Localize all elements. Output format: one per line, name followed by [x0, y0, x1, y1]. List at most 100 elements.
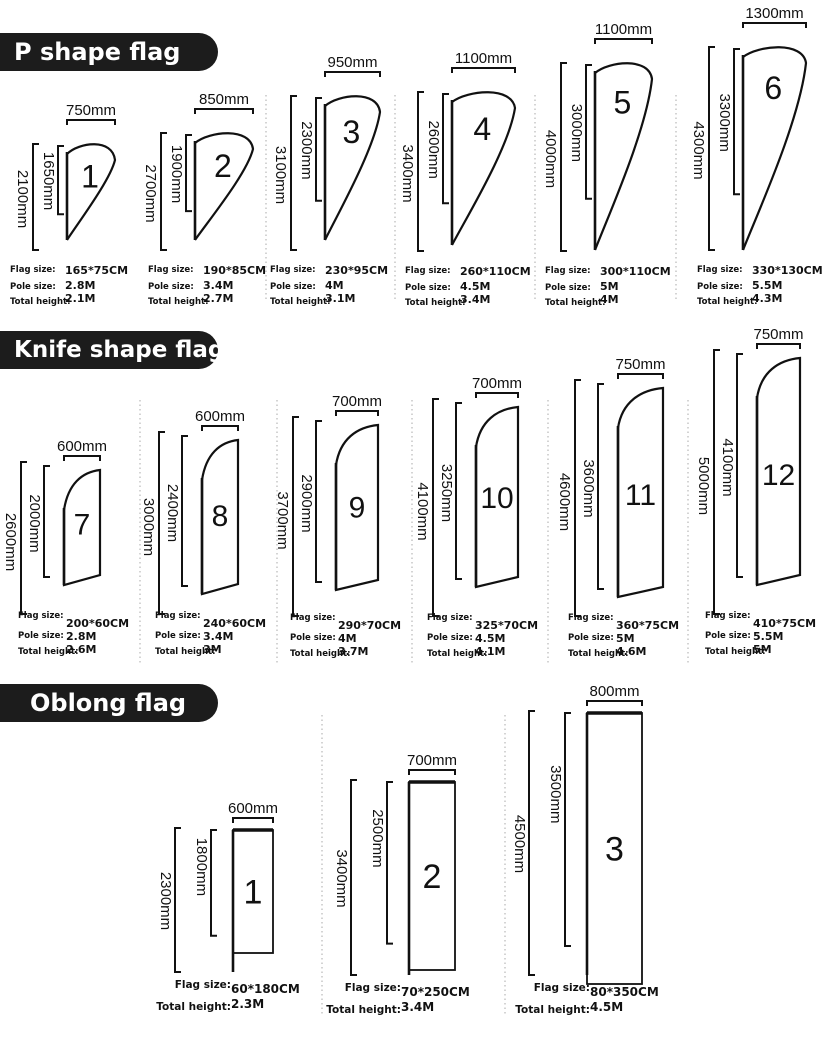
flag-height-bracket: [43, 465, 50, 578]
flag-height-dimension: 2900mm: [298, 474, 315, 532]
pole-size-value: 3.4M: [203, 279, 233, 292]
pole-size-label: Pole size:: [18, 631, 64, 641]
pole-size-value: 5.5M: [753, 630, 783, 643]
flag-height-bracket: [733, 48, 740, 196]
p-shape-flag-outline: [451, 91, 517, 246]
flag-height-dimension: 2000mm: [26, 494, 43, 552]
flag-number: 2: [423, 858, 442, 896]
flag-size-label: Flag size:: [290, 613, 336, 623]
flag-height-dimension: 1900mm: [168, 145, 185, 203]
flag-height-bracket: [210, 829, 217, 937]
flag-size-value: 70*250CM: [401, 985, 470, 999]
pole-size-label: Pole size:: [10, 282, 56, 292]
total-height-bracket: [708, 46, 715, 251]
total-height-label: Total height:: [148, 297, 209, 307]
flag-number: 10: [480, 482, 513, 515]
total-height-dimension: 2700mm: [142, 164, 159, 222]
flag-height-dimension: 2400mm: [164, 484, 181, 542]
flag-size-value: 360*75CM: [616, 619, 679, 632]
flag-height-dimension: 3300mm: [716, 93, 733, 151]
pole-size-value: 4.5M: [475, 632, 505, 645]
pole-size-label: Pole size:: [568, 633, 614, 643]
flag-size-value: 290*70CM: [338, 619, 401, 632]
flag-size-label: Flag size:: [10, 265, 56, 275]
flag-height-dimension: 2500mm: [369, 809, 386, 867]
total-height-bracket: [417, 91, 424, 252]
total-height-bracket: [432, 398, 439, 617]
total-height-value: 3.4M: [460, 293, 490, 306]
pole-size-label: Pole size:: [697, 282, 743, 292]
flag-height-bracket: [315, 420, 322, 583]
width-bracket: [335, 410, 379, 416]
flag-size-value: 330*130CM: [752, 264, 823, 277]
knife-flag-outline: [755, 356, 802, 587]
total-height-bracket: [350, 779, 357, 976]
pole-size-label: Pole size:: [155, 631, 201, 641]
pole-size-value: 5.5M: [752, 279, 782, 292]
total-height-dimension: 4500mm: [511, 815, 528, 873]
total-height-dimension: 2300mm: [157, 872, 174, 930]
total-height-value: 2.3M: [231, 997, 264, 1011]
width-dimension: 700mm: [332, 393, 382, 410]
pole-size-value: 5M: [616, 632, 635, 645]
width-bracket: [451, 67, 516, 73]
width-dimension: 600mm: [57, 438, 107, 455]
flag-size-value: 260*110CM: [460, 265, 531, 278]
pole-size-value: 3.4M: [203, 630, 233, 643]
flag-height-bracket: [181, 435, 188, 587]
flag-size-label: Flag size:: [18, 611, 64, 621]
total-height-dimension: 4000mm: [542, 130, 559, 188]
knife-flag-outline: [334, 423, 380, 592]
total-height-value: 2.7M: [203, 292, 233, 305]
width-dimension: 750mm: [615, 356, 665, 373]
width-bracket: [324, 71, 381, 77]
flag-size-label: Flag size:: [697, 265, 743, 275]
flag-size-value: 190*85CM: [203, 264, 266, 277]
section-title-p-shape: P shape flag: [0, 33, 218, 71]
flag-number: 3: [605, 831, 624, 869]
total-height-value: 4.6M: [616, 645, 646, 658]
total-height-value: 3M: [203, 643, 222, 656]
flag-size-label: Flag size:: [568, 613, 614, 623]
p-shape-flag-outline: [593, 62, 654, 251]
total-height-label: Total height:: [290, 649, 351, 659]
total-height-dimension: 4300mm: [690, 121, 707, 179]
total-height-label: Total height:: [10, 297, 71, 307]
total-height-label: Total height:: [697, 297, 758, 307]
flag-height-bracket: [315, 97, 322, 202]
width-bracket: [586, 700, 643, 706]
flag-height-dimension: 1800mm: [193, 838, 210, 896]
flag-size-label: Flag size:: [545, 266, 591, 276]
flag-size-label: Flag size:: [345, 982, 401, 994]
total-height-dimension: 3400mm: [333, 849, 350, 907]
total-height-value: 4.1M: [475, 645, 505, 658]
width-bracket: [408, 769, 456, 775]
flag-size-value: 300*110CM: [600, 265, 671, 278]
width-dimension: 700mm: [472, 375, 522, 392]
flag-number: 1: [244, 874, 263, 912]
width-bracket: [594, 38, 653, 44]
total-height-bracket: [32, 143, 39, 251]
width-dimension: 1100mm: [455, 50, 512, 67]
pole-size-value: 5M: [600, 280, 619, 293]
pole-size-label: Pole size:: [148, 282, 194, 292]
total-height-dimension: 4600mm: [556, 473, 573, 531]
p-shape-flag-outline: [66, 143, 117, 241]
pole-size-value: 2.8M: [65, 279, 95, 292]
flag-height-bracket: [585, 64, 592, 200]
flag-height-dimension: 3500mm: [547, 765, 564, 823]
flag-size-value: 60*180CM: [231, 982, 300, 996]
flag-height-bracket: [564, 712, 571, 948]
pole-size-label: Pole size:: [545, 283, 591, 293]
total-height-label: Total height:: [155, 647, 216, 657]
width-bracket: [232, 817, 274, 823]
